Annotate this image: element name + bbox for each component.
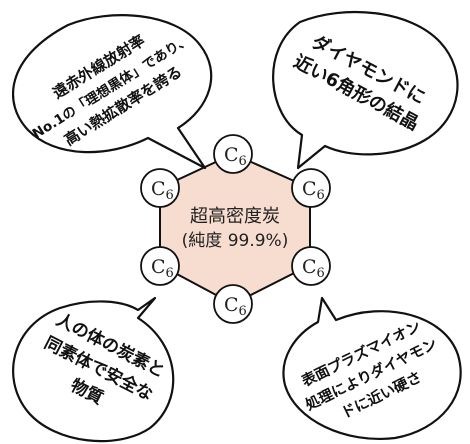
center-title: 超高密度炭 [190, 206, 280, 227]
bubble-top-right: ダイヤモンドに 近い6角形の結晶 [272, 10, 459, 170]
center-purity: (純度 99.9%) [182, 231, 289, 251]
bubble-bottom-left: 人の体の炭素と 同素体で安全な 物質 [12, 296, 175, 443]
atom-lower-left: C6 [140, 246, 180, 286]
atom-bottom: C6 [213, 284, 253, 324]
svg-text:C6: C6 [151, 256, 174, 281]
atom-top: C6 [213, 134, 253, 174]
atom-upper-left: C6 [140, 168, 180, 208]
atom-lower-right: C6 [291, 246, 331, 286]
svg-text:C6: C6 [151, 178, 174, 203]
bubble-top-left: 遠赤外線放射率 No.1の「理想黒体」であり、 高い熱拡散率を誇る [11, 14, 213, 170]
atom-upper-right: C6 [291, 168, 331, 208]
carbon-hexagon [159, 152, 311, 306]
svg-text:C6: C6 [224, 294, 247, 319]
svg-text:C6: C6 [302, 256, 325, 281]
bubble-bottom-right: 表面プラズマイオン 処理によりダイヤモン ドに近い硬さ [282, 296, 462, 440]
svg-text:C6: C6 [302, 178, 325, 203]
svg-text:C6: C6 [224, 144, 247, 169]
